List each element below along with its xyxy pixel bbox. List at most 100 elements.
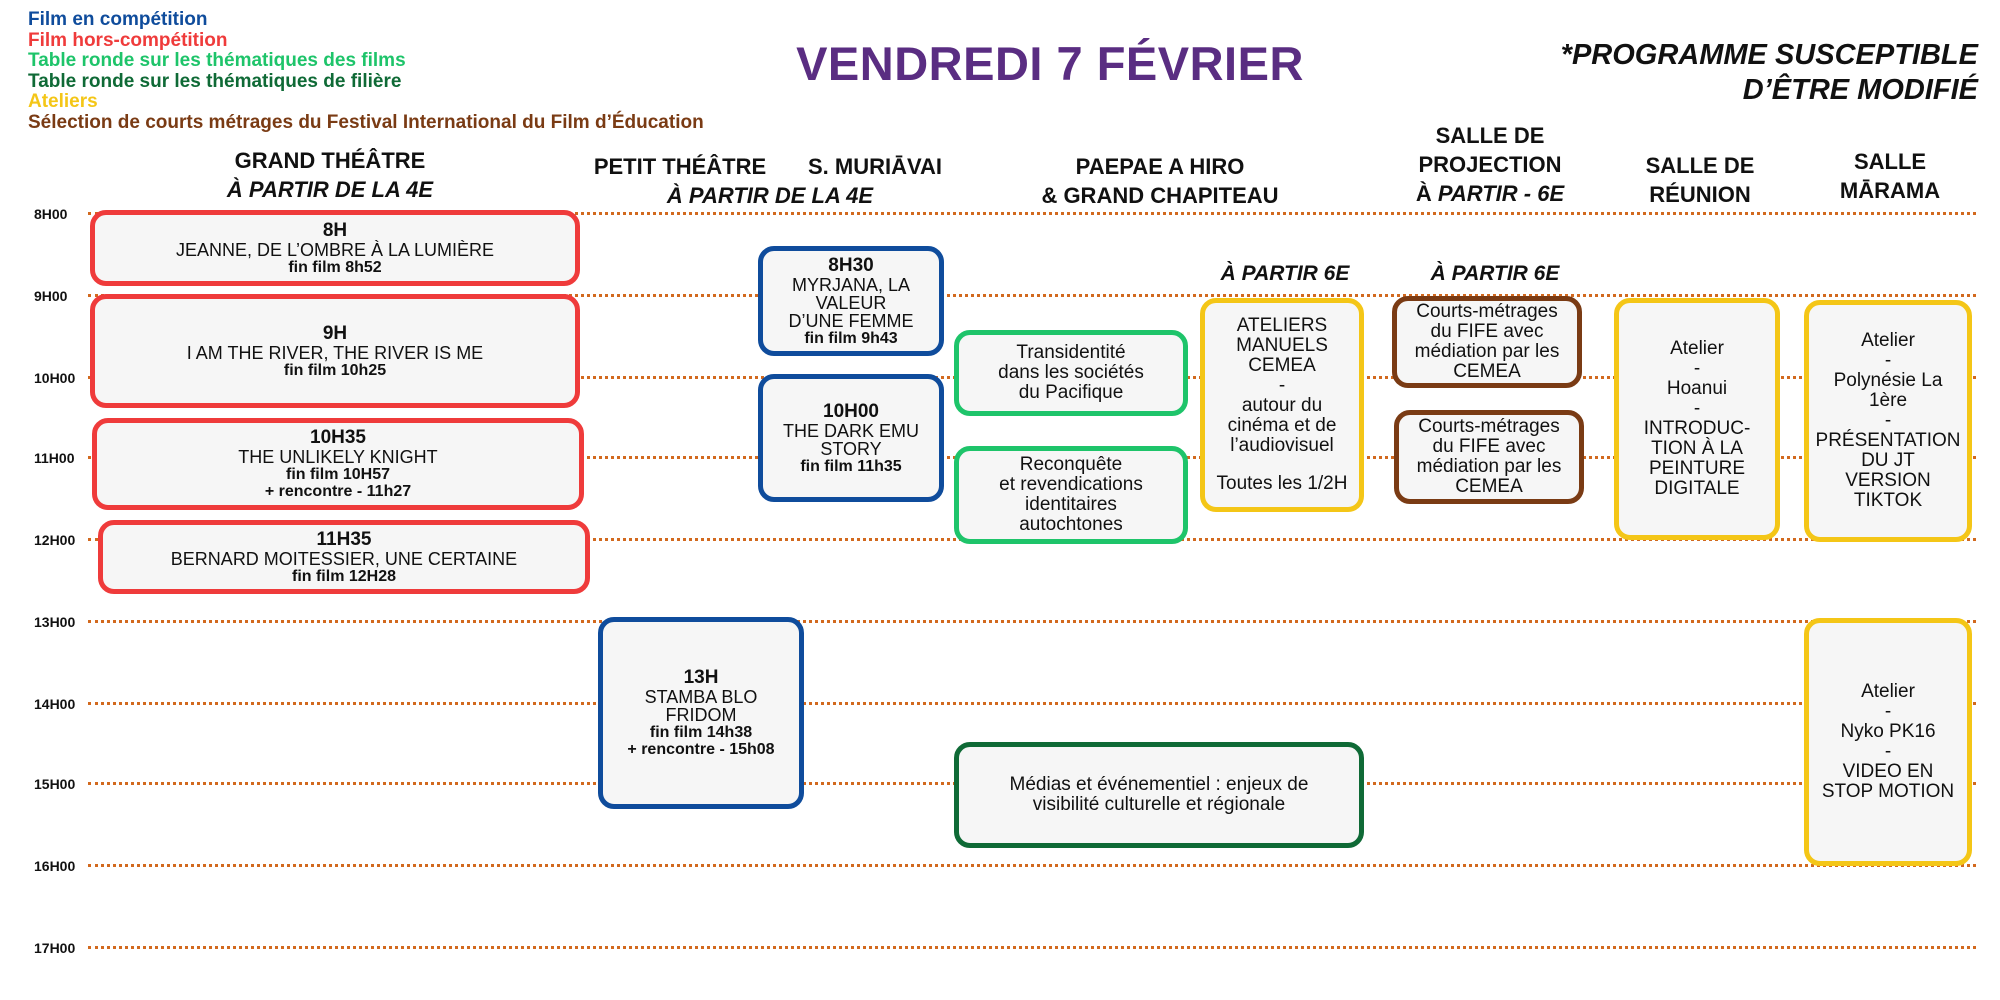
hour-line xyxy=(88,212,1976,215)
event-line-5: VIDEO EN xyxy=(1842,761,1934,782)
event-jeanne[interactable]: 8H JEANNE, DE L’OMBRE À LA LUMIÈRE fin f… xyxy=(90,210,580,286)
event-end: fin film 9h43 xyxy=(804,329,898,347)
event-line-2: et revendications xyxy=(999,474,1143,495)
legend-courts-metrages: Sélection de courts métrages du Festival… xyxy=(28,111,704,133)
event-line-4: - xyxy=(1278,375,1286,396)
column-name: PETIT THÉÂTRE xyxy=(593,154,767,179)
column-reunion: SALLE DE RÉUNION xyxy=(1610,151,1790,209)
event-line-8: Toutes les 1/2H xyxy=(1216,473,1348,494)
event-line-3: du Pacifique xyxy=(1018,382,1124,403)
event-line-2: du FIFE avec xyxy=(1430,321,1544,342)
column-marama: SALLE MĀRAMA xyxy=(1800,147,1980,205)
event-end: fin film 12H28 xyxy=(291,567,397,585)
event-line-3: Nyko PK16 xyxy=(1840,721,1936,742)
hour-label: 16H00 xyxy=(34,858,76,874)
event-meeting: + rencontre - 11h27 xyxy=(264,483,412,500)
column-name-1: SALLE DE xyxy=(1435,123,1545,148)
column-sub: À PARTIR DE LA 4E xyxy=(226,177,434,202)
event-line-3: identitaires xyxy=(1025,494,1117,515)
age-label-paepae: À PARTIR 6E xyxy=(1220,262,1350,285)
event-line-1: Transidentité xyxy=(1016,342,1126,363)
event-ateliers-manuels-cemea[interactable]: ATELIERS MANUELS CEMEA - autour du ciném… xyxy=(1200,298,1364,512)
event-line-3: Polynésie La xyxy=(1833,370,1943,391)
legend: Film en compétition Film hors-compétitio… xyxy=(28,9,704,133)
legend-table-ronde-filiere: Table ronde sur les thématiques de filiè… xyxy=(28,70,402,92)
legend-table-ronde-films: Table ronde sur les thématiques des film… xyxy=(28,50,406,71)
column-projection: SALLE DE PROJECTION À PARTIR - 6E xyxy=(1390,121,1590,208)
event-line-4: CEMEA xyxy=(1455,476,1523,497)
column-muriavai: S. MURIĀVAI xyxy=(790,152,960,181)
event-end: fin film 11h35 xyxy=(800,457,902,475)
hour-label: 15H00 xyxy=(34,776,76,792)
hour-label: 14H00 xyxy=(34,696,76,712)
hour-line xyxy=(88,946,1976,949)
event-medias-evenementiel[interactable]: Médias et événementiel : enjeux de visib… xyxy=(954,742,1364,848)
event-line-7: l’audiovisuel xyxy=(1230,435,1334,456)
event-courts-metrages-2[interactable]: Courts-métrages du FIFE avec médiation p… xyxy=(1394,410,1584,504)
column-sub-prefix: À xyxy=(1415,181,1438,206)
column-grand-theatre: GRAND THÉÂTRE À PARTIR DE LA 4E xyxy=(180,146,480,204)
event-line-8: VERSION xyxy=(1845,470,1931,491)
hour-line xyxy=(88,620,1976,623)
event-line-2: dans les sociétés xyxy=(998,362,1144,383)
hour-line xyxy=(88,294,1976,297)
legend-ateliers: Ateliers xyxy=(28,91,98,112)
event-atelier-hoanui[interactable]: Atelier - Hoanui - INTRODUC- TION À LA P… xyxy=(1614,298,1780,540)
hour-label: 12H00 xyxy=(34,532,76,548)
event-transidentite[interactable]: Transidentité dans les sociétés du Pacif… xyxy=(954,330,1188,416)
event-line-2: - xyxy=(1884,350,1892,371)
event-line-6: STOP MOTION xyxy=(1821,781,1955,802)
event-end: fin film 8h52 xyxy=(288,258,382,276)
event-bernard-moitessier[interactable]: 11H35 BERNARD MOITESSIER, UNE CERTAINE f… xyxy=(98,520,590,594)
event-atelier-nyko-pk16[interactable]: Atelier - Nyko PK16 - VIDEO EN STOP MOTI… xyxy=(1804,618,1972,866)
column-name-2: PROJECTION xyxy=(1418,152,1562,177)
event-reconquete[interactable]: Reconquête et revendications identitaire… xyxy=(954,446,1188,544)
event-end: fin film 10h25 xyxy=(283,361,387,379)
hour-label: 8H00 xyxy=(34,206,68,222)
event-line-5: - xyxy=(1884,410,1892,431)
event-title-1: THE DARK EMU xyxy=(782,420,919,441)
event-line-6: PRÉSENTATION xyxy=(1815,430,1961,451)
legend-film-competition: Film en compétition xyxy=(28,9,208,30)
event-line-2: visibilité culturelle et régionale xyxy=(1032,794,1286,815)
event-line-1: Atelier xyxy=(1861,681,1915,702)
event-line-4: - xyxy=(1884,741,1892,762)
event-line-2: MANUELS xyxy=(1236,335,1328,356)
event-line-2: - xyxy=(1884,701,1892,722)
event-line-3: médiation par les xyxy=(1416,456,1562,477)
event-line-6: TION À LA xyxy=(1651,438,1743,459)
event-time: 8H xyxy=(322,219,348,241)
event-myrjana[interactable]: 8H30 MYRJANA, LA VALEUR D’UNE FEMME fin … xyxy=(758,246,944,356)
event-i-am-the-river[interactable]: 9H I AM THE RIVER, THE RIVER IS ME fin f… xyxy=(90,294,580,408)
column-name-1: SALLE DE xyxy=(1645,153,1755,178)
column-paepae: PAEPAE A HIRO & GRAND CHAPITEAU xyxy=(1020,152,1300,210)
event-line-3: Hoanui xyxy=(1666,378,1728,399)
event-stamba-blo-fridom[interactable]: 13H STAMBA BLO FRIDOM fin film 14h38 + r… xyxy=(598,617,804,809)
hour-label: 17H00 xyxy=(34,940,76,956)
event-unlikely-knight[interactable]: 10H35 THE UNLIKELY KNIGHT fin film 10H57… xyxy=(92,418,584,510)
column-sub-text: PARTIR - 6E xyxy=(1437,181,1565,206)
hour-label: 13H00 xyxy=(34,614,76,630)
hour-line xyxy=(88,702,1976,705)
event-line-1: Atelier xyxy=(1670,338,1724,359)
column-petit-theatre-sub: À PARTIR DE LA 4E xyxy=(620,181,920,210)
event-atelier-polynesie-la-1ere[interactable]: Atelier - Polynésie La 1ère - PRÉSENTATI… xyxy=(1804,300,1972,542)
column-name: GRAND THÉÂTRE xyxy=(234,148,426,173)
event-line-7: DU JT xyxy=(1861,450,1915,471)
event-dark-emu-story[interactable]: 10H00 THE DARK EMU STORY fin film 11h35 xyxy=(758,374,944,502)
event-line-7: PEINTURE xyxy=(1648,458,1746,479)
event-line-1: Courts-métrages xyxy=(1418,416,1560,437)
event-line-1: Médias et événementiel : enjeux de xyxy=(1009,774,1309,795)
note-line-2: D’ÊTRE MODIFIÉ xyxy=(1742,74,1978,106)
event-time: 10H00 xyxy=(823,400,879,422)
event-title-3: D’UNE FEMME xyxy=(788,310,914,331)
event-title-2: STORY xyxy=(820,438,882,459)
event-title: BERNARD MOITESSIER, UNE CERTAINE xyxy=(170,548,518,569)
column-name-1: PAEPAE A HIRO xyxy=(1075,154,1245,179)
column-petit-theatre: PETIT THÉÂTRE xyxy=(580,152,780,181)
event-title-2: VALEUR xyxy=(815,292,887,313)
event-time: 8H30 xyxy=(828,254,874,276)
event-courts-metrages-1[interactable]: Courts-métrages du FIFE avec médiation p… xyxy=(1392,296,1582,388)
column-name-2: & GRAND CHAPITEAU xyxy=(1041,183,1279,208)
hour-label: 10H00 xyxy=(34,370,76,386)
